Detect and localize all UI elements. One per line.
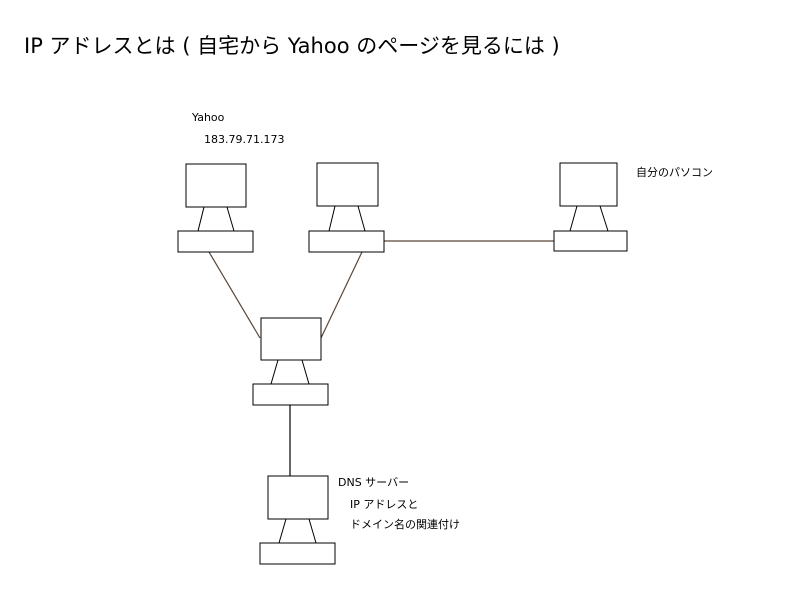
monitor — [559, 162, 618, 207]
stand-left — [569, 205, 578, 232]
monitor — [185, 163, 247, 208]
stand-right — [226, 206, 235, 232]
dns-server-label: DNS サーバー — [338, 476, 410, 489]
stand-left — [197, 206, 205, 232]
link-middle-router — [320, 251, 363, 339]
yahoo-label: Yahoo — [192, 111, 225, 124]
keyboard — [308, 230, 385, 253]
computer-dns — [259, 475, 336, 565]
dns-desc-line-1: IP アドレスと — [350, 498, 419, 511]
computer-my-pc — [553, 162, 628, 252]
my-pc-label: 自分のパソコン — [636, 166, 713, 179]
link-yahoo-router — [208, 251, 261, 339]
monitor — [267, 475, 329, 520]
stand-left — [328, 205, 336, 232]
monitor — [260, 317, 322, 361]
stand-right — [308, 518, 317, 544]
keyboard — [259, 542, 336, 565]
stand-right — [357, 205, 366, 232]
computer-middle — [308, 162, 385, 253]
computer-yahoo — [177, 163, 254, 253]
stand-right — [301, 359, 310, 385]
keyboard — [252, 383, 329, 406]
stand-left — [270, 359, 279, 385]
dns-desc-line-2: ドメイン名の関連付け — [350, 518, 460, 531]
keyboard — [553, 230, 628, 252]
page-title: IP アドレスとは ( 自宅から Yahoo のページを見るには ) — [24, 34, 560, 58]
stand-right — [599, 205, 609, 232]
monitor — [316, 162, 379, 207]
yahoo-ip-label: 183.79.71.173 — [204, 133, 285, 146]
stand-left — [278, 518, 287, 544]
computer-router — [252, 317, 329, 406]
keyboard — [177, 230, 254, 253]
